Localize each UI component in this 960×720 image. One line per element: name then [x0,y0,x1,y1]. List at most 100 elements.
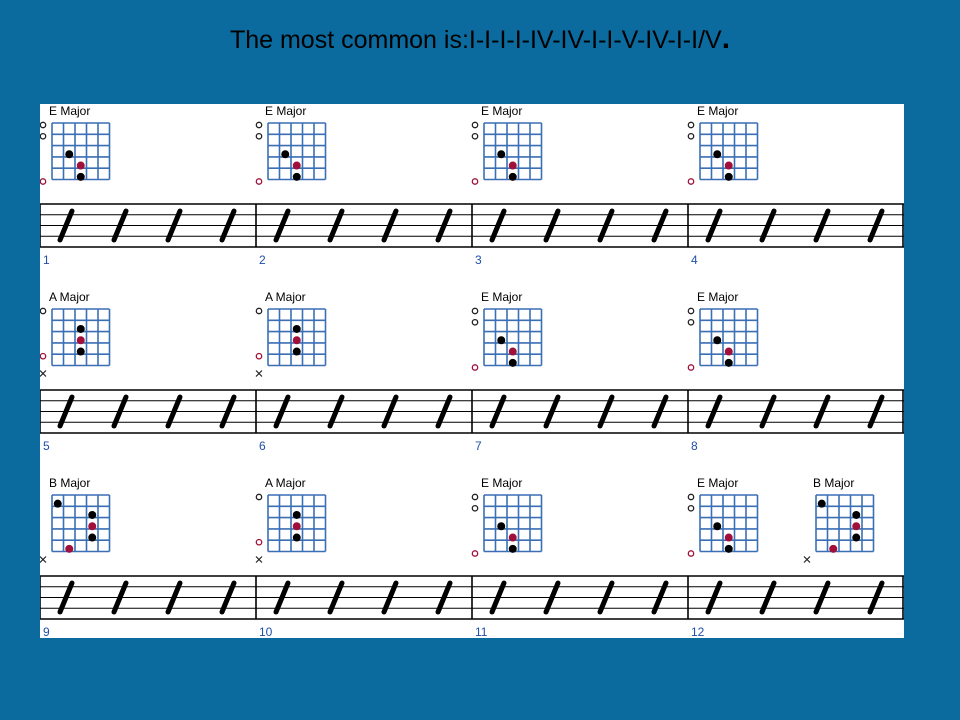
rhythm-slash [759,394,777,429]
finger-dot [852,522,861,531]
open-string-marker [687,178,695,185]
measure-number: 7 [475,439,482,453]
measure-number: 12 [691,625,705,638]
open-string-marker [471,504,479,512]
open-string-marker [255,132,263,140]
open-string-marker [255,493,263,501]
finger-dot [817,499,826,508]
chord-diagram: E Major [687,476,759,557]
finger-dot [724,358,733,367]
open-string-marker [255,538,263,546]
rhythm-slash [219,580,237,615]
finger-dot [852,510,861,519]
rhythm-slash [489,208,507,243]
chord-diagram: E Major [255,104,327,185]
finger-dot [497,150,506,159]
open-string-marker [471,550,479,557]
title-text: The most common is:I-I-I-I-IV-IV-I-I-V-I… [229,26,722,54]
rhythm-slash [165,394,183,429]
chord-diagram: B Major [40,476,111,563]
finger-dot [713,522,722,531]
finger-dot [76,172,85,181]
finger-dot [281,150,290,159]
open-string-marker [687,318,695,326]
finger-dot [53,499,62,508]
muted-string-marker [803,556,811,563]
staff [40,203,904,248]
finger-dot [713,336,722,345]
rhythm-slash [165,208,183,243]
rhythm-slash [111,208,129,243]
finger-dot [724,347,733,356]
rhythm-slash [867,580,885,615]
open-string-marker [687,121,695,129]
rhythm-slash [273,580,291,615]
measure-number: 4 [691,253,698,267]
measure-number: 6 [259,439,266,453]
open-string-marker [471,132,479,140]
fretboard-grid [699,308,759,367]
measure-number: 5 [43,439,50,453]
finger-dot [724,172,733,181]
open-string-marker [471,121,479,129]
rhythm-slash [381,394,399,429]
rhythm-slash [597,208,615,243]
fretboard-grid [483,494,543,553]
measure-number: 8 [691,439,698,453]
chord-diagram: B Major [803,476,875,563]
chord-diagram: A Major [255,290,327,377]
open-string-marker [471,318,479,326]
chord-name: B Major [49,476,90,490]
rhythm-slash [867,394,885,429]
finger-dot [508,533,517,542]
rhythm-slash [759,208,777,243]
rhythm-slash [705,208,723,243]
finger-dot [724,161,733,170]
finger-dot [508,161,517,170]
open-string-marker [687,504,695,512]
chord-name: E Major [697,290,738,304]
rhythm-slash [543,580,561,615]
rhythm-slash [57,394,75,429]
open-string-marker [471,307,479,315]
rhythm-slash [597,580,615,615]
finger-dot [508,544,517,553]
rhythm-slash [219,394,237,429]
rhythm-slash [219,208,237,243]
finger-dot [497,522,506,531]
finger-dot [292,161,301,170]
open-string-marker [255,352,263,360]
finger-dot [497,336,506,345]
rhythm-slash [57,208,75,243]
rhythm-slash [273,394,291,429]
rhythm-slash [111,394,129,429]
open-string-marker [687,493,695,501]
open-string-marker [687,307,695,315]
rhythm-slash [381,208,399,243]
fretboard-grid [699,494,759,553]
finger-dot [508,172,517,181]
muted-string-marker [40,370,47,377]
rhythm-slash [435,208,453,243]
rhythm-slash [813,208,831,243]
open-string-marker [255,121,263,129]
fretboard-grid [483,308,543,367]
fretboard-grid [483,122,543,181]
rhythm-slash [651,394,669,429]
finger-dot [292,324,301,333]
rhythm-slash [597,394,615,429]
finger-dot [724,544,733,553]
finger-dot [292,347,301,356]
rhythm-slash [651,580,669,615]
fretboard-grid [51,122,111,181]
fretboard-grid [51,308,111,367]
open-string-marker [687,132,695,140]
chord-name: E Major [697,476,738,490]
finger-dot [713,150,722,159]
slide-title: The most common is:I-I-I-I-IV-IV-I-I-V-I… [0,22,960,56]
rhythm-slash [705,394,723,429]
muted-string-marker [255,556,263,563]
finger-dot [88,533,97,542]
